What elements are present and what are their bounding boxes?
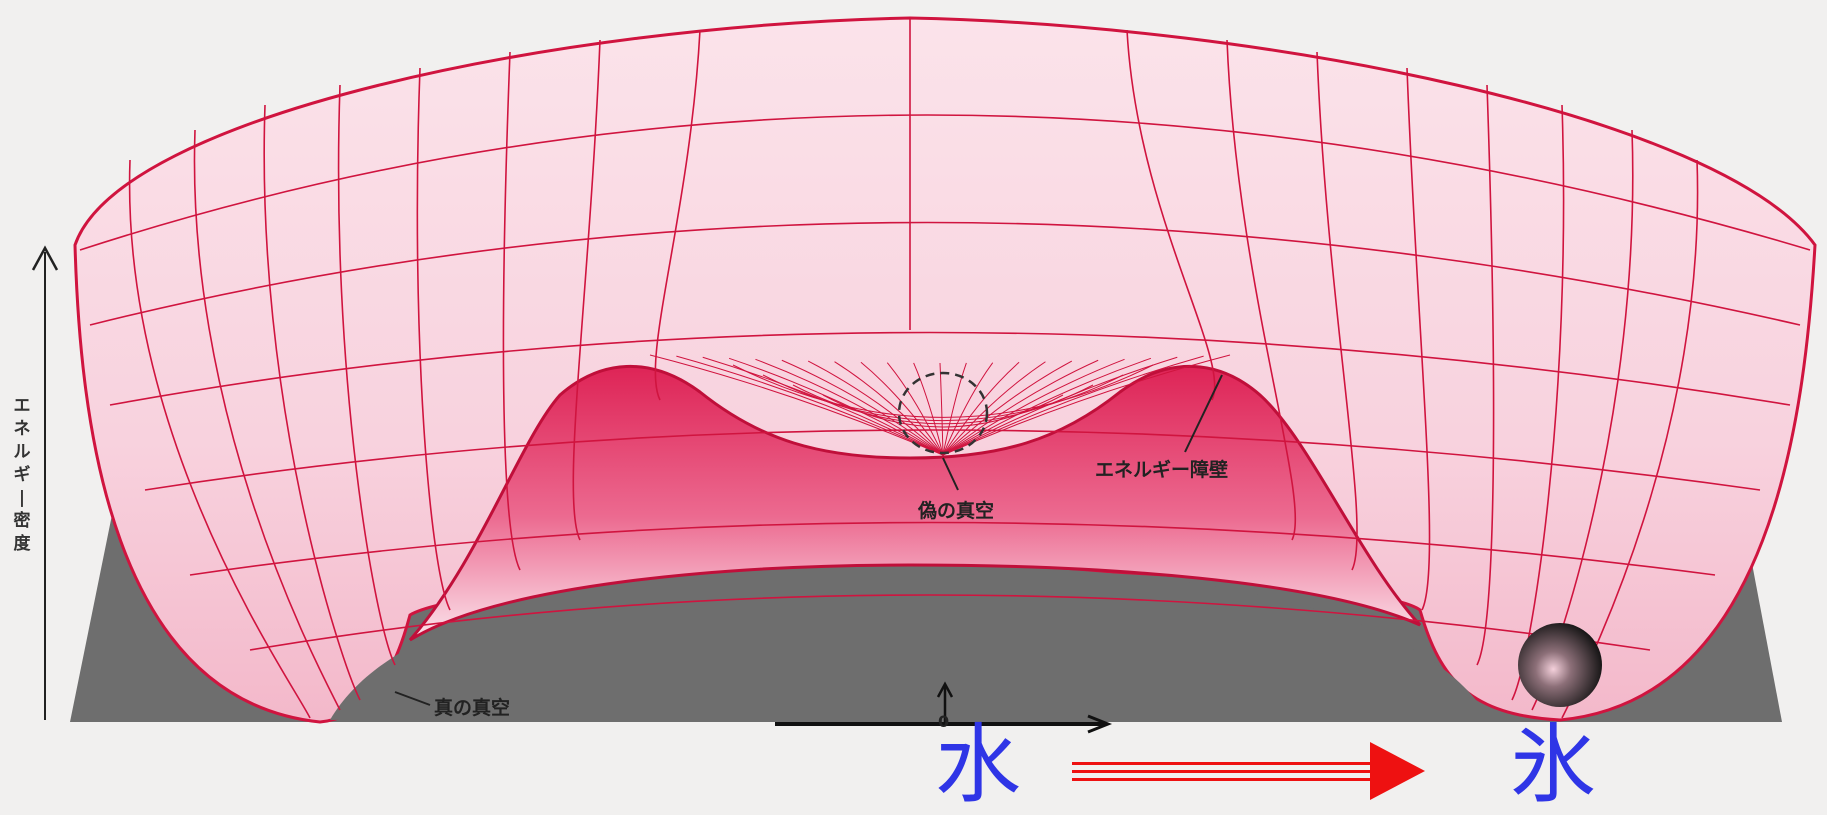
grid-meridian — [1316, 51, 1358, 571]
false-vacuum-grid — [728, 357, 944, 456]
grid-meridian — [337, 84, 396, 666]
grid-meridian — [1226, 39, 1297, 541]
false-vacuum-grid — [942, 358, 1125, 456]
grid-meridian — [416, 67, 451, 611]
false-vacuum-grid — [942, 362, 994, 456]
origin-arrowhead — [936, 681, 954, 698]
inner-ground — [330, 565, 1480, 720]
false-vacuum-grid — [942, 355, 1204, 456]
y-axis-label-char: 度 — [13, 534, 31, 554]
y-axis-label-char: ギ — [13, 465, 31, 485]
grid-meridian — [1476, 84, 1495, 666]
grid-ring — [89, 221, 1801, 326]
grid-meridian — [1406, 67, 1431, 611]
grid-ring — [144, 429, 1761, 491]
grid-meridian — [572, 39, 601, 541]
false-vacuum-grid — [886, 362, 944, 456]
false-vacuum-grid — [942, 361, 1020, 456]
false-vacuum-ring — [897, 371, 989, 455]
grid-meridian — [654, 29, 701, 401]
false-vacuum-grid — [676, 355, 944, 456]
false-vacuum-grid — [860, 361, 944, 456]
false-vacuum-ring-line — [732, 364, 1154, 418]
grid-meridian — [128, 159, 311, 719]
false-vacuum-grid — [913, 362, 944, 456]
false-vacuum-leader — [942, 457, 959, 491]
false-vacuum-grid — [834, 361, 944, 456]
false-vacuum-grid — [942, 360, 1073, 456]
grid-meridian — [263, 104, 361, 701]
false-vacuum-grid — [942, 359, 1099, 456]
y-axis-label-char: 密 — [13, 511, 31, 531]
water-label: 水 — [935, 715, 1021, 815]
false-vacuum-grid — [781, 359, 944, 456]
false-vacuum-grid — [807, 360, 944, 456]
grid-meridian — [193, 129, 341, 711]
y-axis-label-char: エ — [13, 396, 31, 416]
barrier-leader — [1184, 374, 1223, 453]
false-vacuum-grid — [942, 357, 1152, 456]
false-vacuum-grid — [942, 361, 1046, 456]
false-vacuum-grid — [755, 358, 944, 456]
transition-arrow — [1072, 742, 1425, 800]
false-vacuum-grid — [649, 354, 944, 456]
y-axis-label: エネルギ | 密度 — [8, 395, 36, 556]
false-vacuum-grid — [942, 362, 967, 456]
energy-barrier-label: エネルギー障壁 — [1095, 459, 1229, 481]
false-vacuum-grid — [939, 362, 944, 456]
y-axis-label-char: ネ — [13, 419, 31, 439]
y-axis-label-char: | — [18, 488, 26, 508]
false-vacuum-grid — [942, 354, 1231, 456]
origin-label: 0 — [938, 712, 950, 731]
y-axis-arrowhead — [31, 245, 59, 271]
true-vacuum-leader — [394, 691, 431, 706]
field-axis-arrowhead — [1087, 714, 1113, 734]
grid-ring — [249, 594, 1651, 651]
grid-ring — [79, 114, 1811, 251]
y-axis-label-char: ル — [13, 442, 31, 462]
grid-ring — [189, 521, 1716, 576]
grid-ring — [109, 331, 1791, 406]
false-vacuum-ring-line — [762, 374, 1124, 422]
false-vacuum-label: 偽の真空 — [918, 500, 995, 522]
ice-label: 氷 — [1510, 715, 1596, 815]
grid-meridian — [1126, 29, 1216, 401]
ball — [1518, 623, 1602, 707]
grid-meridian — [502, 51, 521, 571]
true-vacuum-label: 真の真空 — [434, 697, 511, 719]
